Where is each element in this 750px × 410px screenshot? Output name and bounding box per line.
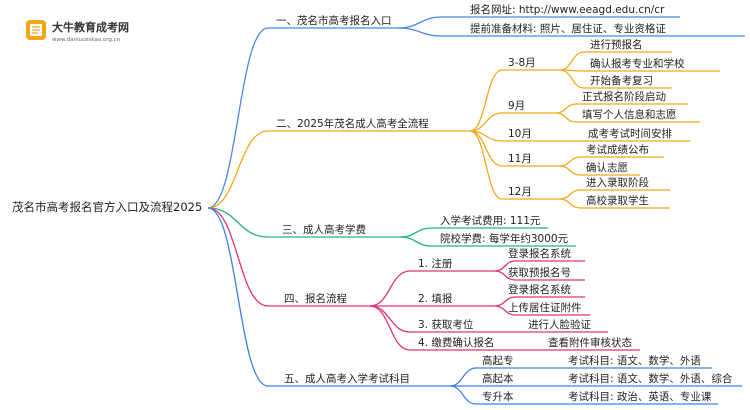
branch-steps: 四、报名流程 1. 注册 登录报名系统 获取预报名号 2. 填报 登录报名系统 … bbox=[207, 207, 640, 351]
branch-subjects: 五、成人高考入学考试科目 高起专 考试科目: 语文、数学、外语 高起本 考试科目… bbox=[207, 207, 742, 405]
branch-entry: 一、茂名市高考报名入口 报名网址: http://www.eeagd.edu.c… bbox=[207, 3, 745, 209]
step-seat: 3. 获取考位 bbox=[418, 318, 474, 331]
subject-type-zsb: 专升本 bbox=[482, 390, 514, 403]
step-item: 登录报名系统 bbox=[508, 247, 571, 260]
entry-url: 报名网址: http://www.eeagd.edu.cn/cr bbox=[470, 3, 665, 16]
fee-exam: 入学考试费用: 111元 bbox=[440, 214, 541, 227]
section-entry-label: 一、茂名市高考报名入口 bbox=[276, 14, 392, 27]
process-group-9: 9月 bbox=[508, 100, 525, 112]
process-item: 开始备考复习 bbox=[590, 74, 653, 87]
site-logo: 大牛教育成考网 www.daniuceskao.org.cn bbox=[26, 20, 129, 43]
process-group-11: 11月 bbox=[508, 153, 532, 165]
process-group-12: 12月 bbox=[508, 186, 532, 198]
step-register: 1. 注册 bbox=[418, 257, 453, 270]
section-process-label: 二、2025年茂名成人高考全流程 bbox=[276, 117, 429, 130]
step-item: 查看附件审核状态 bbox=[548, 336, 632, 349]
section-fee-label: 三、成人高考学费 bbox=[282, 223, 366, 236]
branch-process: 二、2025年茂名成人高考全流程 3-8月 进行预报名 确认报考专业和学校 开始… bbox=[207, 38, 720, 209]
step-pay: 4. 缴费确认报名 bbox=[418, 336, 494, 349]
process-item: 进入录取阶段 bbox=[586, 176, 649, 189]
step-item: 进行人脸验证 bbox=[528, 318, 591, 331]
section-subjects-label: 五、成人高考入学考试科目 bbox=[284, 372, 410, 385]
subject-item: 考试科目: 语文、数学、外语、综合 bbox=[568, 372, 733, 385]
root-topic: 茂名市高考报名官方入口及流程2025 bbox=[12, 200, 202, 214]
process-group-10: 10月 bbox=[508, 128, 532, 140]
step-item: 上传居住证附件 bbox=[508, 301, 582, 314]
logo-title: 大牛教育成考网 bbox=[52, 20, 129, 34]
process-item: 填写个人信息和志愿 bbox=[582, 108, 677, 121]
process-item: 进行预报名 bbox=[590, 38, 643, 51]
process-item: 成考考试时间安排 bbox=[588, 127, 672, 140]
step-item: 获取预报名号 bbox=[508, 266, 571, 279]
process-item: 确认志愿 bbox=[586, 161, 628, 174]
process-item: 确认报考专业和学校 bbox=[590, 57, 685, 70]
subject-type-gqb: 高起本 bbox=[482, 372, 514, 385]
step-item: 登录报名系统 bbox=[508, 283, 571, 296]
logo-url: www.daniuceskao.org.cn bbox=[52, 37, 121, 43]
section-steps-label: 四、报名流程 bbox=[284, 292, 347, 305]
subject-item: 考试科目: 政治、英语、专业课 bbox=[568, 390, 712, 403]
entry-materials: 提前准备材料: 照片、居住证、专业资格证 bbox=[470, 22, 666, 35]
fee-tuition: 院校学费: 每学年约3000元 bbox=[440, 232, 569, 245]
book-icon bbox=[26, 20, 46, 40]
process-group-3-8: 3-8月 bbox=[508, 57, 536, 69]
step-fill: 2. 填报 bbox=[418, 292, 453, 305]
subject-item: 考试科目: 语文、数学、外语 bbox=[568, 354, 701, 367]
process-item: 高校录取学生 bbox=[586, 194, 649, 207]
subject-type-gqz: 高起专 bbox=[482, 354, 514, 367]
process-item: 正式报名阶段启动 bbox=[582, 90, 666, 103]
branch-fee: 三、成人高考学费 入学考试费用: 111元 院校学费: 每学年约3000元 bbox=[207, 207, 576, 247]
process-item: 考试成绩公布 bbox=[586, 143, 649, 156]
